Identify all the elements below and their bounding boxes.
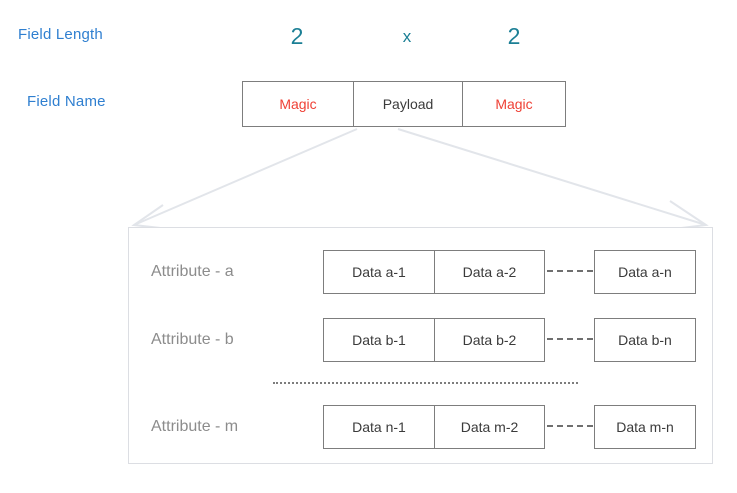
payload-multiplier-value: x (402, 27, 412, 46)
row-b-ellipsis-dashes (547, 338, 593, 342)
attribute-row-b: Attribute - b Data b-1 Data b-2 Data b-n (129, 318, 712, 362)
attribute-row-m: Attribute - m Data n-1 Data m-2 Data m-n (129, 405, 712, 449)
magic-right-length-value: 2 (507, 23, 521, 49)
connector-arrowhead-right (664, 200, 709, 231)
payload-detail-panel: Attribute - a Data a-1 Data a-2 Data a-n… (128, 227, 713, 464)
attribute-row-a-data-pair: Data a-1 Data a-2 (323, 250, 545, 294)
packet-header-frame: Magic Payload Magic (242, 81, 566, 127)
field-name-label: Field Name (27, 93, 106, 110)
magic-left-length-value: 2 (290, 23, 304, 49)
attribute-row-b-label: Attribute - b (151, 331, 234, 348)
header-cell-payload: Payload (353, 82, 463, 126)
data-cell-m-2: Data m-2 (434, 406, 544, 448)
data-cell-a-n: Data a-n (594, 250, 696, 294)
header-cell-magic-right: Magic (495, 96, 533, 112)
connector-line-right (397, 128, 707, 226)
header-cell-magic-left: Magic (279, 96, 317, 112)
row-a-ellipsis-dashes (547, 270, 593, 274)
data-cell-m-1: Data n-1 (352, 419, 406, 435)
data-cell-b-2: Data b-2 (434, 319, 544, 361)
data-cell-m-n: Data m-n (594, 405, 696, 449)
rows-ellipsis-separator (273, 382, 578, 384)
attribute-row-a: Attribute - a Data a-1 Data a-2 Data a-n (129, 250, 712, 294)
data-cell-b-n: Data b-n (594, 318, 696, 362)
field-length-label: Field Length (18, 26, 103, 43)
data-cell-a-1: Data a-1 (352, 264, 406, 280)
attribute-row-b-data-pair: Data b-1 Data b-2 (323, 318, 545, 362)
connector-line-left (133, 128, 358, 226)
data-cell-a-2: Data a-2 (434, 251, 544, 293)
row-m-ellipsis-dashes (547, 425, 593, 429)
attribute-row-m-data-pair: Data n-1 Data m-2 (323, 405, 545, 449)
attribute-row-a-label: Attribute - a (151, 263, 234, 280)
attribute-row-m-label: Attribute - m (151, 418, 239, 435)
data-cell-b-1: Data b-1 (352, 332, 406, 348)
